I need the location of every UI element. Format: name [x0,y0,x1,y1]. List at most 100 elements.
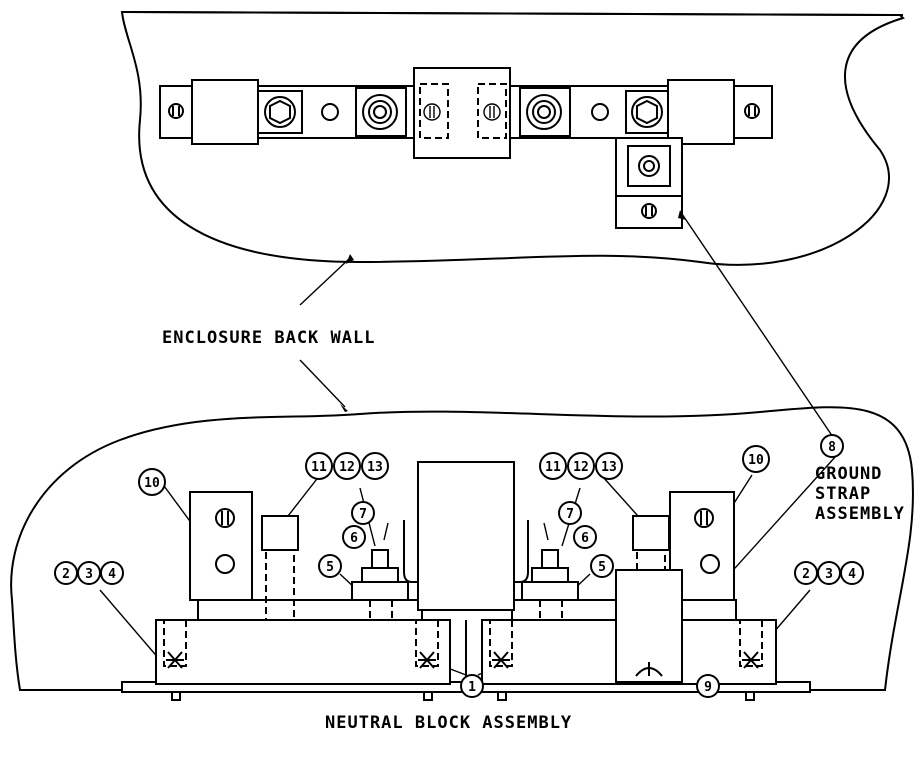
label-enclosure-back-wall: ENCLOSURE BACK WALL [162,328,375,348]
svg-text:4: 4 [108,567,116,582]
stud-right [541,549,559,569]
svg-text:10: 10 [748,453,764,468]
screw-icon [744,103,760,119]
label-ground-strap-2: STRAP [815,484,871,504]
svg-text:11: 11 [311,460,327,475]
callout-12-left: 12 [333,452,361,480]
hex-bolt-icon [257,90,303,134]
svg-text:11: 11 [545,460,561,475]
screw-icon [215,508,235,528]
callout-3-left: 3 [77,561,101,585]
leader-7-right [543,522,549,541]
callout-10-right: 10 [742,445,770,473]
svg-text:12: 12 [573,460,589,475]
callout-12-right: 12 [567,452,595,480]
callout-2-right: 2 [794,561,818,585]
neutral-block-left [155,619,451,685]
svg-text:2: 2 [802,567,810,582]
svg-text:13: 13 [601,460,617,475]
callout-7-left: 7 [351,501,375,525]
svg-text:5: 5 [326,560,334,575]
front-view [10,406,914,701]
strap-curve-left [403,520,418,583]
callout-6-left: 6 [342,525,366,549]
callout-5-right: 5 [590,554,614,578]
nut-left [361,567,399,583]
svg-text:12: 12 [339,460,355,475]
svg-text:1: 1 [468,680,476,695]
leader-234-left [99,589,161,661]
callout-11-left: 11 [305,452,333,480]
callout-1: 1 [460,674,484,698]
leader-11-12-13-right [602,476,639,517]
svg-text:7: 7 [359,507,367,522]
leader-wall-bottom [299,359,346,408]
callout-5-left: 5 [318,554,342,578]
lug-left [189,491,253,601]
nut-stud-icon [355,87,407,137]
mounting-screw-icon [415,619,439,701]
wall-edge-line [121,11,904,16]
screw-icon [168,103,184,119]
center-bracket-side [417,461,515,611]
svg-text:3: 3 [825,567,833,582]
callout-bubbles: 1 2 3 4 2 3 4 5 5 6 6 7 7 8 9 10 10 11 1… [54,434,864,698]
center-bracket-top [413,67,511,159]
svg-text:2: 2 [62,567,70,582]
callout-3-right: 3 [817,561,841,585]
bolt-head-right [632,515,670,551]
callout-4-left: 4 [100,561,124,585]
hole-icon [321,103,339,121]
callout-7-right: 7 [558,501,582,525]
label-ground-strap-1: GROUND [815,464,882,484]
strap-curve-right [514,520,529,583]
mounting-screw-icon [489,619,513,701]
screw-icon [483,103,501,121]
callout-13-left: 13 [361,452,389,480]
svg-text:13: 13 [367,460,383,475]
top-view [120,10,905,266]
leader-11-12-13-left [287,474,321,517]
callout-11-right: 11 [539,452,567,480]
leader-7-left [383,522,389,541]
svg-text:9: 9 [704,680,712,695]
washer-right [521,581,579,601]
nut-right [531,567,569,583]
label-neutral-block-assembly: NEUTRAL BLOCK ASSEMBLY [325,713,572,733]
svg-text:4: 4 [848,567,856,582]
screw-icon [641,203,657,219]
hole-icon [591,103,609,121]
svg-text:8: 8 [828,440,836,455]
enclosure-back-wall-outline-bottom [10,406,914,691]
callout-13-right: 13 [595,452,623,480]
callout-4-right: 4 [840,561,864,585]
enclosure-back-wall-outline-top [120,10,905,266]
svg-text:10: 10 [144,476,160,491]
callout-8: 8 [820,434,844,458]
bar-left [197,599,423,621]
lug-block-left [191,79,259,145]
svg-text:5: 5 [598,560,606,575]
label-ground-strap-3: ASSEMBLY [815,504,905,524]
hidden-bolt-left [419,83,449,139]
callout-9: 9 [696,674,720,698]
bolt-head-left [261,515,299,551]
callout-10-left: 10 [138,468,166,496]
hidden-bolt-right [477,83,507,139]
svg-text:6: 6 [581,531,589,546]
callout-2-left: 2 [54,561,78,585]
leader-ground-strap-top [681,213,836,441]
callout-6-right: 6 [573,525,597,549]
svg-text:3: 3 [85,567,93,582]
leader-wall-top [299,257,351,306]
screw-icon [423,103,441,121]
mounting-screw-icon [739,619,763,701]
hex-bolt-icon [625,90,669,134]
lug-block-right [667,79,735,145]
stud-left [371,549,389,569]
hole-icon [215,554,235,574]
svg-text:7: 7 [566,507,574,522]
mounting-screw-icon [163,619,187,701]
hole-icon [700,554,720,574]
